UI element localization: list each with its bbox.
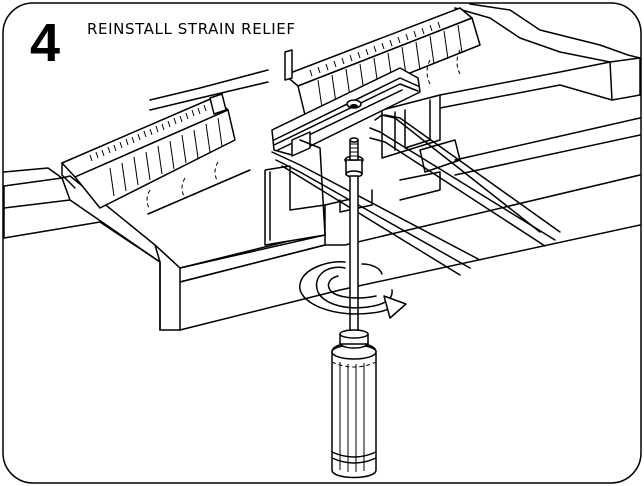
screwdriver-icon[interactable] (299, 175, 407, 479)
clockwise-rotation-arrow-icon (299, 260, 407, 319)
step-number: 4 (30, 13, 61, 73)
strain-relief-bar[interactable] (271, 67, 421, 157)
housing-tray (3, 3, 641, 331)
ribbon-cables (271, 114, 561, 276)
screw-icon (344, 137, 364, 178)
right-connector (284, 7, 481, 116)
left-connector (61, 93, 251, 215)
step-title: REINSTALL STRAIN RELIEF (87, 20, 298, 38)
